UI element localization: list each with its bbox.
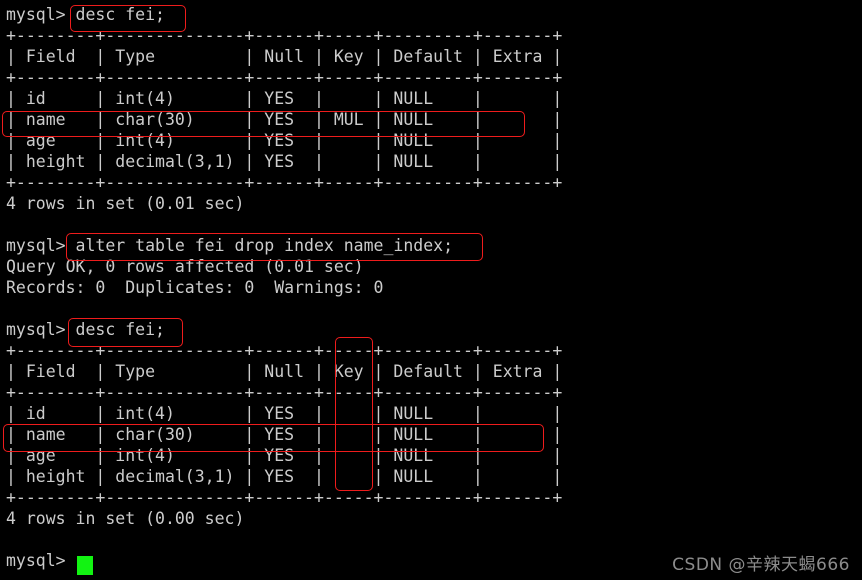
terminal-console-output: mysql> desc fei; +--------+-------------…: [6, 5, 563, 570]
csdn-watermark: CSDN @辛辣天蝎666: [672, 555, 850, 575]
text-cursor: [77, 556, 93, 575]
